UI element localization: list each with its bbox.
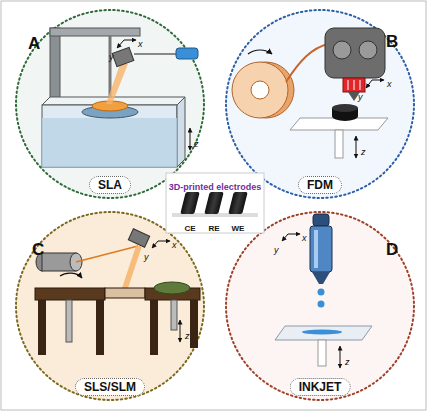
electrode-strip: CE	[181, 192, 201, 228]
panel-letter: A	[28, 34, 40, 54]
inkjet-printer-part	[340, 346, 341, 368]
sla-printer-part	[134, 53, 176, 55]
fdm-printer-part	[348, 80, 349, 90]
electrode-photo-part	[166, 173, 264, 233]
sls-printer-part	[158, 241, 170, 242]
inkjet-printer-part	[318, 301, 325, 308]
sla-printer-part	[50, 28, 140, 36]
inkjet-printer-part	[310, 226, 332, 272]
circle-outline	[14, 210, 206, 402]
fdm-printer-part	[356, 136, 357, 158]
sla-printer-part	[42, 118, 177, 167]
circle-outline	[16, 10, 204, 198]
axis-label: y	[144, 252, 149, 262]
process-circle: D INKJET	[224, 210, 416, 402]
electrode-label: CE	[184, 224, 195, 233]
inkjet-printer-part	[318, 340, 326, 366]
fdm-printer-part	[335, 130, 343, 158]
sls-printer-part	[35, 288, 105, 300]
axis-label: x	[172, 240, 177, 250]
electrode-body	[228, 192, 247, 214]
inkjet-printer-part	[288, 234, 300, 235]
axis-label: x	[387, 79, 392, 89]
axis-label: y	[274, 245, 279, 255]
electrode-label: RE	[208, 224, 219, 233]
sla-printer-part	[124, 40, 136, 41]
axis-label: x	[138, 39, 143, 49]
axis-label: x	[302, 233, 307, 243]
panel-letter: C	[32, 240, 44, 260]
sls-printer-part	[66, 300, 72, 342]
electrode-photo	[166, 173, 264, 233]
inset-caption: 3D-printed electrodes	[169, 182, 262, 192]
fdm-printer-part	[325, 28, 385, 78]
fdm-printer-part	[232, 62, 288, 118]
sls-printer-part	[171, 300, 177, 330]
fdm-printer-part	[343, 78, 365, 92]
process-name: INKJET	[290, 378, 351, 396]
fdm-printer-part	[359, 41, 377, 59]
fdm-printer-part	[251, 81, 269, 99]
circle-outline	[16, 212, 204, 400]
axis-label: z	[194, 139, 199, 149]
electrode-body	[180, 192, 199, 214]
axis-label: z	[185, 331, 190, 341]
panel-letter: B	[386, 32, 398, 52]
inkjet-printer-part	[314, 230, 318, 268]
fdm-printer-part	[332, 104, 358, 112]
axis-label: y	[109, 52, 114, 62]
axis-label: z	[345, 357, 350, 367]
inkjet-printer-part	[275, 326, 372, 340]
process-circle: C SLS/SLM	[14, 210, 206, 402]
process-circle: A SLA	[14, 8, 206, 200]
inkjet-printer-part	[302, 330, 342, 335]
sls-printer-part	[180, 320, 181, 342]
sla-printer-part	[109, 36, 112, 98]
process-name: SLS/SLM	[75, 378, 145, 396]
axis-label: z	[361, 147, 366, 157]
sls-printer-part	[38, 300, 46, 355]
inkjet-printer-part	[313, 214, 329, 226]
sla-printer-part	[176, 48, 198, 59]
axis-label: y	[358, 92, 363, 102]
sla-printer-part	[177, 97, 185, 167]
electrode-strip: WE	[229, 192, 249, 228]
electrode-label: WE	[232, 224, 245, 233]
inkjet-printer-part	[318, 289, 325, 296]
fdm-printer-part	[372, 80, 384, 81]
sla-printer-part	[42, 105, 177, 167]
sls-printer-part	[190, 300, 198, 348]
sls-printer-part	[105, 288, 145, 298]
sls-printer-part	[150, 300, 158, 355]
process-name: SLA	[89, 176, 131, 194]
process-circle: B FDM	[224, 8, 416, 200]
sls-printer-part	[96, 300, 104, 355]
process-name: FDM	[298, 176, 342, 194]
sls-printer-part	[154, 282, 190, 294]
sla-printer-part	[190, 128, 191, 150]
fdm-printer-part	[354, 80, 355, 90]
circle-outline	[226, 10, 414, 198]
electrode-body	[204, 192, 223, 214]
electrode-strip: RE	[205, 192, 225, 228]
fdm-printer-part	[360, 80, 361, 90]
circle-outline	[226, 212, 414, 400]
panel-letter: D	[386, 240, 398, 260]
fdm-printer-part	[333, 41, 351, 59]
circle-outline	[14, 8, 206, 200]
circle-outline	[224, 210, 416, 402]
